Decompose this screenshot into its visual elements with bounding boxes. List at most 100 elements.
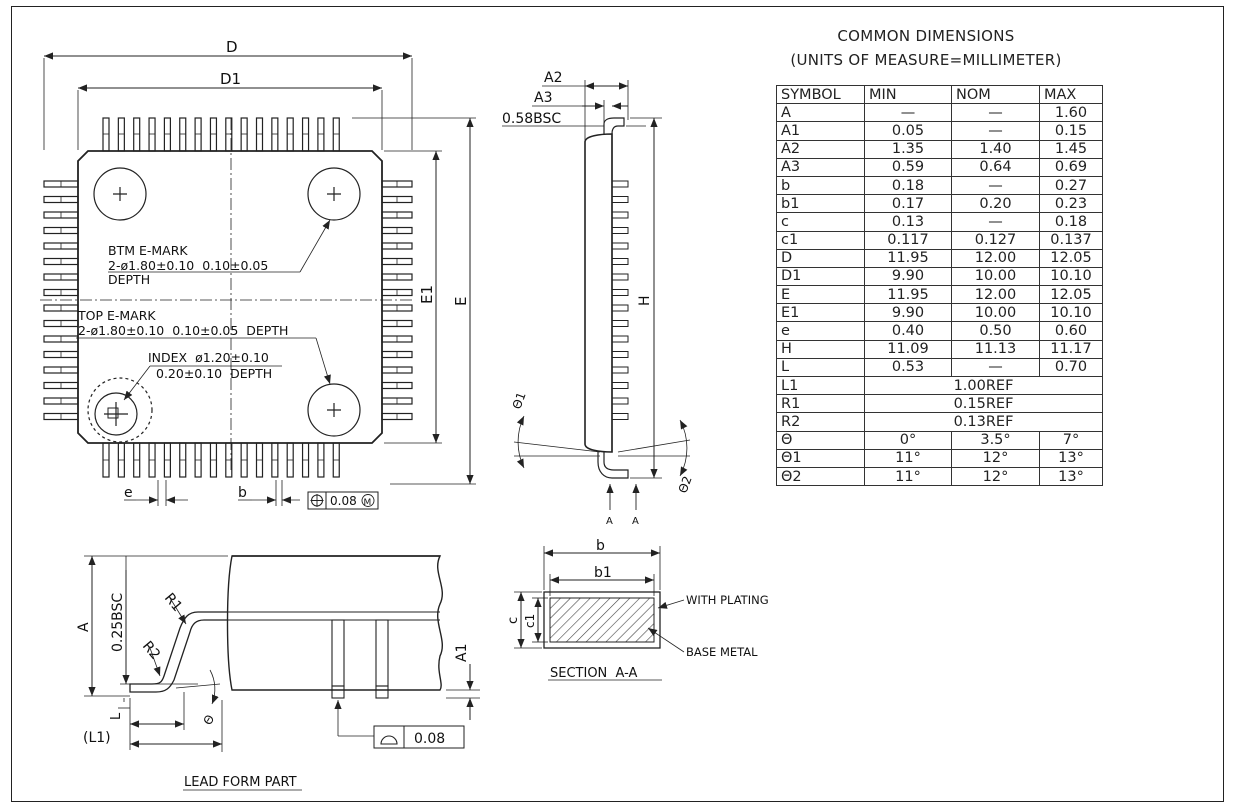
symbol-cell: E1: [776, 303, 865, 323]
max-cell: 1.45: [1039, 139, 1103, 159]
top-lead: [255, 117, 264, 152]
side-lead: [611, 351, 629, 358]
dim-e-label: E: [452, 297, 470, 306]
symbol-cell: A3: [776, 157, 865, 177]
nom-cell: 0.50: [951, 321, 1040, 341]
flatness-frame: [373, 725, 465, 749]
section-dim-c1: c1: [523, 614, 537, 628]
symbol-cell: b: [776, 175, 865, 196]
top-lead: [117, 117, 125, 152]
top-emark-circle-br: [307, 383, 361, 437]
drawing-frame: [11, 6, 1224, 802]
max-cell: 0.137: [1039, 230, 1103, 250]
base-metal-hatch: [549, 597, 655, 643]
min-cell: 9.90: [864, 266, 952, 287]
table-row: A——1.60: [776, 103, 1103, 123]
max-cell: 12.05: [1039, 248, 1103, 268]
symbol-cell: b1: [776, 194, 865, 214]
top-lead: [209, 117, 218, 152]
min-cell: 11.09: [864, 339, 952, 359]
symbol-cell: E: [776, 285, 865, 305]
nom-cell: 0.64: [951, 157, 1040, 177]
symbol-cell: e: [776, 321, 865, 341]
min-cell: 11°: [864, 466, 952, 487]
btm-emark-spec: 2-ø1.80±0.10 0.10±0.05: [108, 258, 268, 273]
lead-form-part: [84, 555, 480, 791]
top-lead: [179, 117, 187, 152]
max-cell: 10.10: [1039, 266, 1103, 287]
top-lead: [317, 117, 325, 152]
symbol-cell: A2: [776, 139, 865, 159]
bottom-leads: [102, 442, 340, 478]
section-dim-c: c: [506, 617, 521, 624]
lead-dim-gauge: 0.25BSC: [110, 593, 126, 652]
max-cell: 1.60: [1039, 103, 1103, 123]
dim-d-label: D: [226, 38, 238, 56]
flatness-value: 0.08: [414, 731, 445, 747]
min-cell: 11°: [864, 448, 952, 468]
with-plating-label: WITH PLATING: [686, 593, 769, 607]
nom-cell: —: [951, 103, 1040, 123]
min-cell: 0°: [864, 430, 952, 450]
max-cell: 12.05: [1039, 285, 1103, 305]
max-cell: 10.10: [1039, 303, 1103, 323]
ref-value-cell: 0.15REF: [864, 394, 1103, 414]
symbol-cell: R1: [776, 394, 865, 414]
side-lead: [611, 413, 629, 420]
dim-e1-label: E1: [418, 285, 436, 304]
index-spec: INDEX ø1.20±0.10: [148, 350, 269, 365]
top-lead: [194, 117, 202, 152]
position-tolerance-frame: [307, 491, 379, 510]
symbol-cell: A1: [776, 121, 865, 141]
mmc-modifier: M: [364, 498, 372, 508]
lead-dim-r1: R1: [161, 590, 185, 615]
dimensions-title-line1: COMMON DIMENSIONS: [837, 27, 1015, 45]
symbol-cell: Θ1: [776, 448, 865, 468]
header-max: MAX: [1039, 84, 1103, 105]
top-lead: [286, 117, 294, 152]
position-tolerance-value: 0.08: [330, 494, 357, 508]
top-lead: [332, 117, 340, 152]
min-cell: 0.05: [864, 121, 952, 141]
side-lead: [611, 211, 629, 219]
theta2-label: Θ2: [676, 474, 695, 495]
side-lead: [611, 242, 629, 250]
nom-cell: 10.00: [951, 266, 1040, 287]
nom-cell: 0.127: [951, 230, 1040, 250]
top-lead: [240, 117, 248, 152]
symbol-cell: c1: [776, 230, 865, 250]
dimensions-title: COMMON DIMENSIONS (UNITS OF MEASURE=MILL…: [776, 24, 1076, 72]
nom-cell: 0.20: [951, 194, 1040, 214]
side-lead: [611, 196, 629, 203]
ref-value-cell: 1.00REF: [864, 375, 1103, 396]
lead-dim-l: L: [109, 712, 124, 720]
section-mark-left: A: [606, 516, 613, 527]
btm-emark-circle-tl: [93, 167, 147, 221]
symbol-cell: D: [776, 248, 865, 268]
pitch-label: e: [124, 485, 133, 501]
min-cell: 0.17: [864, 194, 952, 214]
symbol-cell: Θ: [776, 430, 865, 450]
top-lead: [102, 117, 110, 152]
nom-cell: —: [951, 175, 1040, 196]
section-a-a: [514, 546, 685, 681]
side-leads: [611, 180, 629, 420]
symbol-cell: H: [776, 339, 865, 359]
min-cell: 0.117: [864, 230, 952, 250]
max-cell: 0.18: [1039, 212, 1103, 232]
section-title: SECTION A-A: [550, 666, 638, 681]
dim-a2-label: A2: [544, 70, 562, 86]
dimensions-title-line2: (UNITS OF MEASURE=MILLIMETER): [790, 51, 1062, 69]
side-lead: [611, 366, 629, 374]
nom-cell: 10.00: [951, 303, 1040, 323]
index-circle: [94, 392, 138, 436]
top-lead: [163, 117, 171, 152]
